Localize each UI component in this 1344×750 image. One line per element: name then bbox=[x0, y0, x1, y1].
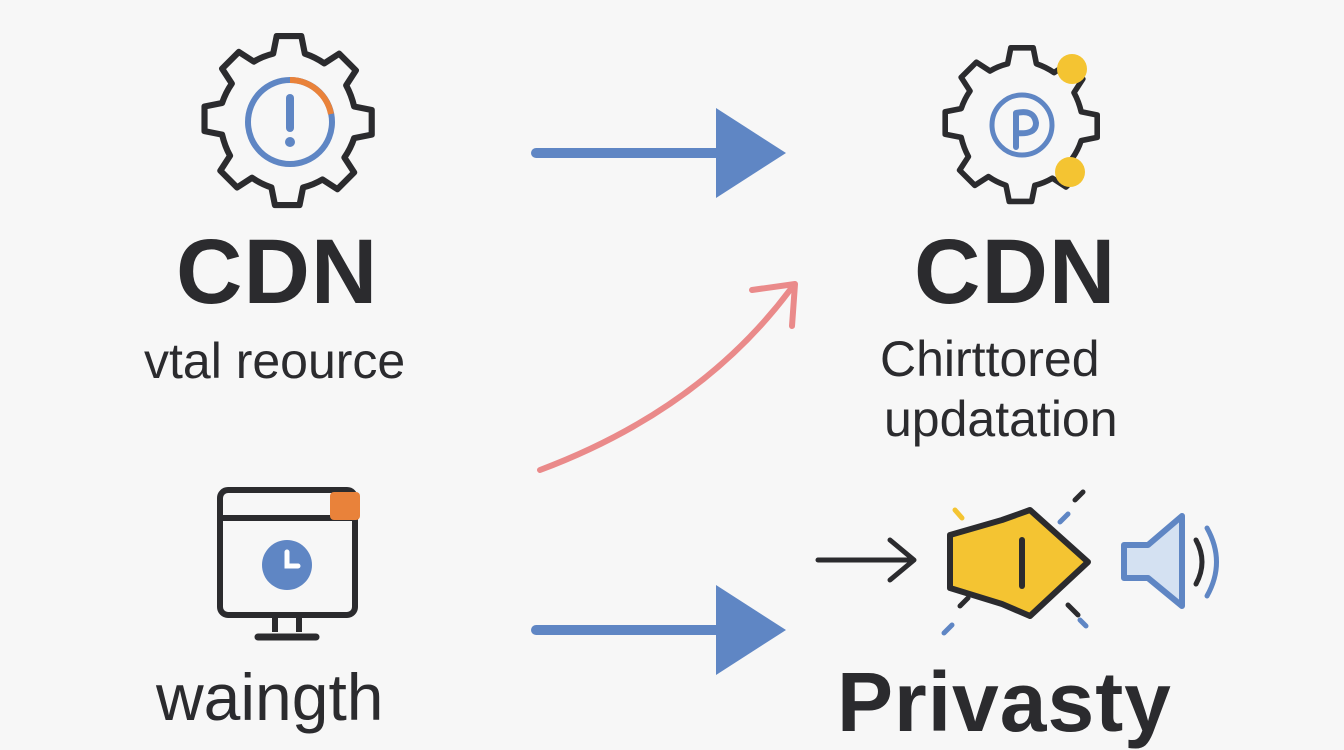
yellow-dot-top bbox=[1057, 54, 1087, 84]
left-top-title: CDN bbox=[176, 221, 379, 323]
arrow-diagonal bbox=[537, 281, 798, 473]
yellow-dot-bottom bbox=[1055, 157, 1085, 187]
monitor-clock-icon bbox=[217, 487, 360, 641]
left-bottom-title: waingth bbox=[156, 660, 384, 734]
arrow-right-top bbox=[531, 108, 786, 198]
right-bottom-title: Privasty bbox=[837, 655, 1172, 749]
speaker-icon bbox=[1121, 513, 1219, 609]
arrow-right-icon bbox=[815, 537, 917, 583]
arrow-right-bottom bbox=[531, 585, 786, 675]
right-top-title: CDN bbox=[914, 221, 1117, 323]
orange-badge bbox=[330, 492, 360, 520]
warning-diamond-icon bbox=[941, 489, 1091, 636]
gear-p-icon bbox=[942, 44, 1101, 205]
right-top-subtitle-line2: updatation bbox=[884, 391, 1118, 447]
left-top-subtitle: vtal reource bbox=[144, 333, 406, 389]
gear-warning-icon bbox=[201, 33, 375, 209]
right-top-subtitle-line1: Chirttored bbox=[880, 331, 1100, 387]
